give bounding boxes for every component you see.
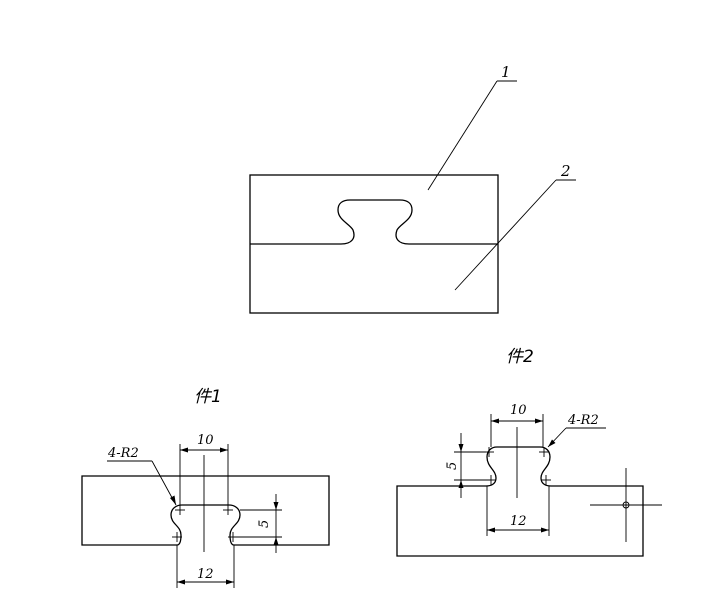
part2-dim-top-value: 10 <box>510 403 527 418</box>
assembly-view: 1 2 <box>249 63 576 314</box>
part2-radius-label: 4-R2 <box>567 413 599 428</box>
part1-outline <box>81 475 330 546</box>
part1-leader-line <box>427 80 498 191</box>
part2-dim-height: 5 <box>445 433 491 498</box>
assembly-joint-line <box>250 199 498 245</box>
part1-fillet-centers <box>172 505 238 542</box>
part2-callout-number: 2 <box>560 162 571 180</box>
part1-dim-bottom-value: 12 <box>197 567 214 582</box>
part2-crosshair <box>590 468 662 542</box>
part2-dim-bottom: 12 <box>486 486 550 536</box>
part2-dim-height-value: 5 <box>445 462 460 470</box>
part2-radius-callout: 4-R2 <box>547 413 606 448</box>
part1-radius-label: 4-R2 <box>107 446 139 461</box>
part2-dim-top: 10 <box>490 403 544 447</box>
part2-leader-line <box>454 179 557 291</box>
part1-dim-bottom: 12 <box>176 545 235 588</box>
part1-radius-callout: 4-R2 <box>107 446 177 506</box>
part1-dim-height: 5 <box>234 494 282 553</box>
part1-callout-number: 1 <box>501 63 511 81</box>
part2-outline <box>396 446 644 557</box>
part1-dim-height-value: 5 <box>257 520 272 528</box>
part2-title: 件2 <box>506 347 534 367</box>
part1-view: 件1 10 12 <box>81 387 330 588</box>
part1-dim-top-value: 10 <box>197 433 214 448</box>
part1-dim-top: 10 <box>179 433 229 505</box>
part1-title: 件1 <box>194 387 222 407</box>
part2-dim-bottom-value: 12 <box>510 514 527 529</box>
part2-view: 件2 10 12 <box>396 347 662 557</box>
